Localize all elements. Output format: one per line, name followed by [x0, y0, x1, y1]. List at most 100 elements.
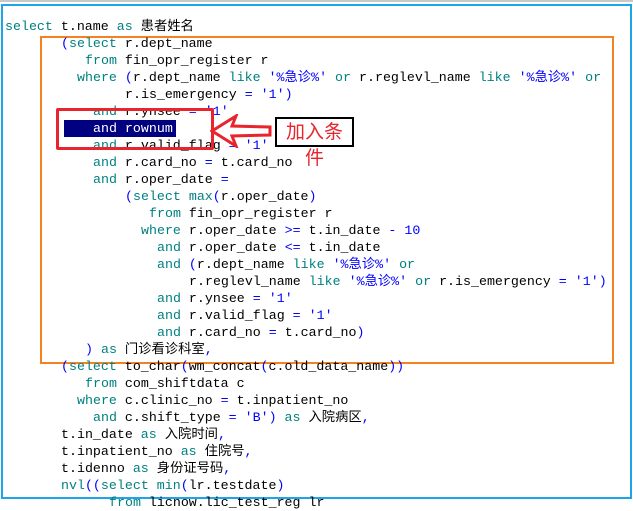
code-token-id: r.card_no [188, 325, 269, 340]
code-token-kw: where [77, 70, 125, 85]
code-line[interactable]: from fin_opr_register r [149, 205, 333, 222]
code-token-op: - [388, 223, 405, 238]
left-arrow-icon [210, 114, 272, 148]
code-token-kw: and [157, 308, 189, 323]
code-token-id: t.name [60, 19, 117, 34]
code-line[interactable]: select t.name as 患者姓名 [5, 18, 194, 35]
code-token-id: t.idenno [61, 461, 133, 476]
code-token-str: '1' [268, 291, 293, 306]
code-token-op: = [268, 325, 285, 340]
code-line[interactable]: nvl((select min(lr.testdate) [61, 477, 284, 494]
code-token-op: ) [308, 189, 317, 204]
code-token-op: ( [61, 359, 69, 374]
selection-highlight [64, 120, 176, 137]
code-token-id: t.in_date [308, 223, 389, 238]
code-token-id: r.ynsee [124, 104, 189, 119]
code-token-id: c.old_data_name [268, 359, 389, 374]
code-line[interactable]: from com_shiftdata c [85, 375, 245, 392]
code-token-kw: nvl [61, 478, 85, 493]
code-line[interactable]: r.is_emergency = '1') [125, 86, 293, 103]
code-token-zh: 门诊看诊科室 [124, 342, 205, 357]
code-token-id: r.oper_date [188, 240, 285, 255]
code-token-op: = [228, 410, 245, 425]
code-line[interactable]: and r.card_no = t.card_no) [157, 324, 365, 341]
code-token-zh: 入院时间 [164, 427, 218, 442]
code-token-id: r.valid_flag [188, 308, 293, 323]
subquery-region-outline [40, 36, 614, 364]
code-line[interactable]: (select r.dept_name [61, 35, 213, 52]
code-token-kw: and [157, 257, 189, 272]
added-condition-outline [56, 108, 214, 150]
code-token-kw: and [93, 410, 125, 425]
code-line[interactable]: from fin_opr_register r [85, 52, 269, 69]
code-line[interactable]: and r.ynsee = '1' [157, 290, 293, 307]
code-token-kw: or [415, 274, 440, 289]
code-line[interactable]: t.idenno as 身份证号码, [61, 460, 231, 477]
code-token-kw: as [116, 19, 141, 34]
code-line[interactable]: and r.oper_date <= t.in_date [157, 239, 380, 256]
code-token-kw: and [93, 155, 125, 170]
code-token-kw: as [140, 427, 165, 442]
code-token-kw: as [284, 410, 309, 425]
code-token-id: to_char [124, 359, 181, 374]
code-token-kw: as [132, 461, 157, 476]
code-token-op: <= [284, 240, 309, 255]
code-line[interactable]: t.inpatient_no as 住院号, [61, 443, 253, 460]
code-token-zh: 入院病区 [308, 410, 362, 425]
code-token-kw: as [100, 342, 125, 357]
code-token-op: >= [284, 223, 309, 238]
code-token-kw: and [93, 121, 125, 136]
code-editor-frame [1, 4, 632, 499]
code-token-id: r.oper_date [188, 223, 285, 238]
code-line[interactable]: t.in_date as 入院时间, [61, 426, 226, 443]
code-line[interactable]: where c.clinic_no = t.inpatient_no [77, 392, 348, 409]
code-line[interactable]: ) as 门诊看诊科室, [85, 341, 213, 358]
code-token-str: '%急诊%' [348, 274, 416, 289]
code-line[interactable]: and (r.dept_name like '%急诊%' or [157, 256, 415, 273]
code-token-id: rownum [124, 121, 181, 136]
code-token-id: t.in_date [61, 427, 141, 442]
code-token-kw: like [478, 70, 519, 85]
code-token-op: , [204, 342, 213, 357]
code-token-id: t.inpatient_no [236, 393, 349, 408]
code-line[interactable]: and c.shift_type = 'B') as 入院病区, [93, 409, 370, 426]
code-token-id: t.card_no [220, 155, 293, 170]
code-token-id: r.reglevl_name [359, 70, 479, 85]
code-token-kw: and [93, 104, 125, 119]
code-token-kw: select [68, 359, 125, 374]
code-token-op: , [361, 410, 370, 425]
code-line[interactable]: and r.ynsee = '1' [93, 103, 229, 120]
code-token-kw: where [77, 393, 125, 408]
code-line[interactable]: from licnow.lic_test_reg lr [109, 494, 324, 511]
annotation-label: 加入条件 [275, 117, 354, 169]
code-token-id: r.ynsee [188, 291, 253, 306]
code-token-op: = [292, 308, 309, 323]
code-token-op: = [188, 104, 205, 119]
code-token-zh: 住院号 [204, 444, 245, 459]
code-token-zh: 身份证号码 [156, 461, 224, 476]
code-line[interactable]: (select max(r.oper_date) [125, 188, 317, 205]
code-token-op: )) [388, 359, 405, 374]
code-token-op: = [220, 393, 237, 408]
window-top-border [0, 0, 633, 2]
code-line[interactable]: and r.card_no = t.card_no [93, 154, 293, 171]
code-token-op: ( [124, 70, 133, 85]
code-token-id: com_shiftdata c [124, 376, 245, 391]
code-token-id: r.is_emergency [125, 87, 245, 102]
code-token-id: fin_opr_register r [124, 53, 269, 68]
code-token-str: '1' [574, 274, 599, 289]
code-token-str: 'B' [244, 410, 269, 425]
code-token-op: ( [260, 359, 269, 374]
code-token-op: ) [276, 478, 285, 493]
code-token-kw: and [93, 172, 125, 187]
code-token-kw: like [308, 274, 349, 289]
code-line[interactable]: and r.valid_flag = '1' [157, 307, 333, 324]
code-line[interactable]: and r.oper_date = [93, 171, 229, 188]
code-line[interactable]: where r.oper_date >= t.in_date - 10 [141, 222, 420, 239]
code-token-id: r.dept_name [196, 257, 293, 272]
code-line-highlighted[interactable]: and rownum = 1 [93, 120, 205, 137]
code-line[interactable]: r.reglevl_name like '%急诊%' or r.is_emerg… [189, 273, 607, 290]
code-token-str: 10 [404, 223, 421, 238]
code-line[interactable]: where (r.dept_name like '%急诊%' or r.regl… [77, 69, 601, 86]
code-line[interactable]: (select to_char(wm_concat(c.old_data_nam… [61, 358, 404, 375]
